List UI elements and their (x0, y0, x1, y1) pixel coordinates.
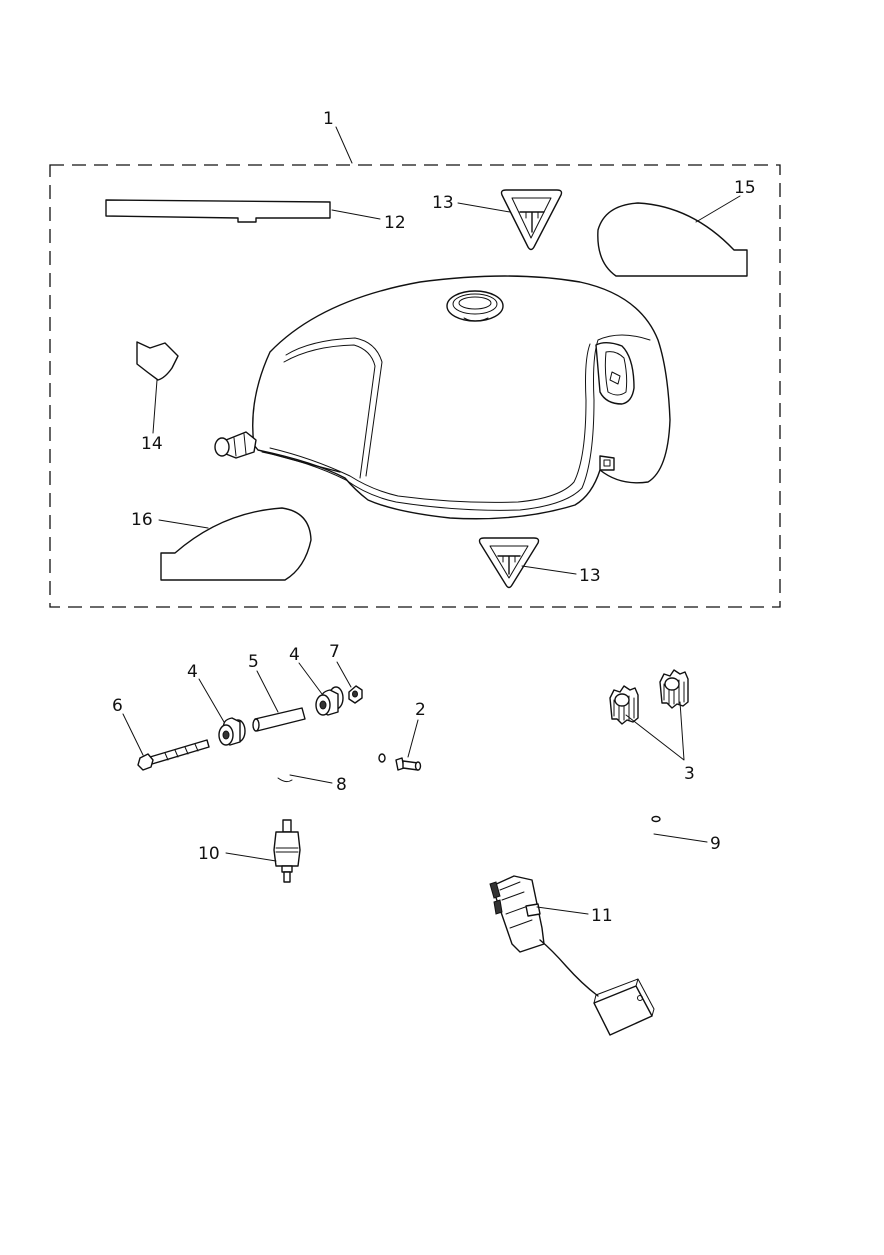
leader-5 (256, 670, 279, 713)
part-3-mount-left (609, 685, 639, 725)
part-9-long-hose (433, 767, 661, 838)
callout-13-bottom: 13 (579, 566, 601, 586)
callout-16: 16 (131, 510, 153, 530)
part-3-mount-right (659, 669, 689, 709)
callout-10: 10 (198, 844, 220, 864)
leader-13-top (457, 202, 511, 213)
part-13-badge-top (500, 189, 563, 251)
leader-10 (225, 852, 277, 862)
part-4-grommet-left (218, 717, 246, 746)
callout-12: 12 (384, 213, 406, 233)
callout-1: 1 (323, 109, 334, 129)
callout-7: 7 (329, 642, 340, 662)
leader-4-left (198, 678, 225, 723)
leader-3 (625, 701, 685, 761)
leader-12 (331, 209, 381, 220)
callout-4-right: 4 (289, 645, 300, 665)
callout-6: 6 (112, 696, 123, 716)
callout-3: 3 (684, 764, 695, 784)
leader-lines (122, 126, 741, 915)
callout-9: 9 (710, 834, 721, 854)
part-14-small-pad (136, 341, 179, 381)
leader-8 (289, 774, 333, 784)
callout-8: 8 (336, 775, 347, 795)
leader-7 (336, 661, 352, 688)
leader-9 (653, 833, 708, 843)
callout-14: 14 (141, 434, 163, 454)
callout-11: 11 (591, 906, 613, 926)
callout-2: 2 (415, 700, 426, 720)
part-fuel-tank (214, 275, 671, 520)
part-15-knee-pad (597, 202, 748, 277)
part-5-spacer-tube (252, 707, 306, 732)
part-13-badge-bottom (478, 537, 540, 589)
part-7-nut (348, 685, 363, 704)
callout-labels: 1 12 13 15 14 16 13 6 4 5 4 7 2 3 8 9 10… (112, 109, 756, 926)
leader-14 (152, 379, 158, 434)
callout-4-left: 4 (187, 662, 198, 682)
part-6-bolt (137, 739, 210, 771)
part-2-fitting (395, 757, 422, 771)
leader-16 (158, 519, 209, 529)
callout-5: 5 (248, 652, 259, 672)
kit-boundary-box (49, 164, 781, 608)
leader-11 (536, 906, 589, 915)
callout-15: 15 (734, 178, 756, 198)
leader-1 (335, 126, 353, 164)
callout-13-top: 13 (432, 193, 454, 213)
part-16-knee-pad (160, 507, 312, 581)
part-11-fuel-sender (489, 875, 655, 1036)
part-8-bent-hose (264, 750, 386, 789)
part-10-fuel-filter (273, 819, 301, 883)
leader-6 (122, 713, 144, 756)
leader-4-right (298, 662, 323, 695)
part-12-strip (105, 199, 331, 223)
leader-2 (407, 719, 419, 758)
leader-13-bottom (521, 565, 577, 575)
part-4-grommet-right (315, 686, 344, 716)
leader-15 (695, 195, 741, 223)
